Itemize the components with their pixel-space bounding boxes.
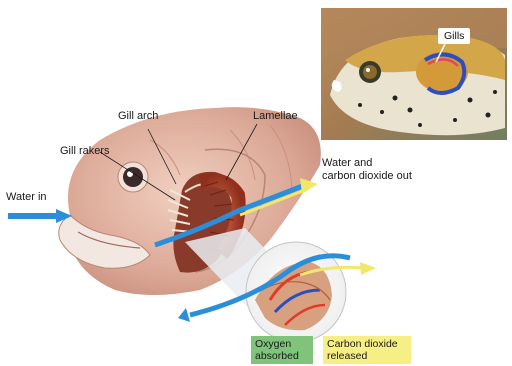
label-lamellae: Lamellae bbox=[253, 110, 298, 123]
key-co2-released: Carbon dioxide released bbox=[323, 336, 411, 364]
label-gills: Gills bbox=[438, 28, 470, 44]
label-gill-arch: Gill arch bbox=[118, 110, 158, 123]
label-gill-rakers: Gill rakers bbox=[60, 145, 110, 158]
label-water-in: Water in bbox=[6, 191, 47, 204]
label-water-out-line1: Water and bbox=[322, 157, 372, 169]
label-water-out: Water and carbon dioxide out bbox=[322, 157, 412, 183]
label-water-out-line2: carbon dioxide out bbox=[322, 170, 412, 182]
key-oxygen-absorbed: Oxygen absorbed bbox=[251, 336, 313, 364]
key-co2-line1: Carbon dioxide bbox=[327, 338, 398, 350]
pufferfish-photo bbox=[321, 8, 507, 140]
key-oxygen-line1: Oxygen bbox=[255, 338, 291, 350]
key-co2-line2: released bbox=[327, 350, 367, 362]
key-oxygen-line2: absorbed bbox=[255, 350, 299, 362]
